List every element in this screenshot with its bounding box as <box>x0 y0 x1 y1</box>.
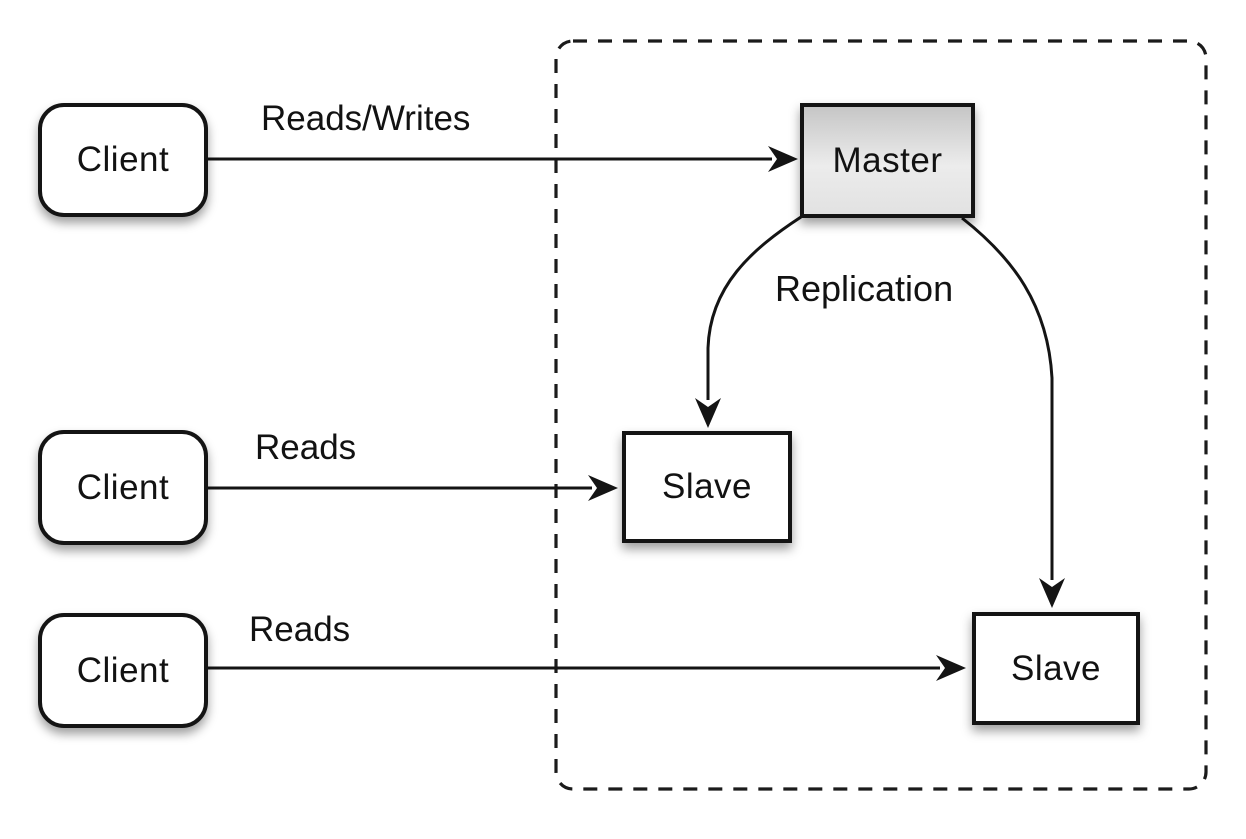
edge-label-reads-middle: Reads <box>255 428 357 467</box>
arrowhead-down-icon <box>1039 578 1065 608</box>
node-label: Slave <box>1010 648 1102 688</box>
edge-replication-left <box>695 215 802 428</box>
edge-label-reads-bottom: Reads <box>249 610 351 649</box>
edge-replication-right <box>961 216 1065 608</box>
node-label: Client <box>76 650 170 690</box>
node-label: Slave <box>661 467 753 506</box>
arrowhead-right-icon <box>936 655 966 681</box>
node-slave-2: Slave <box>972 612 1140 725</box>
edge-reads-middle <box>208 475 618 501</box>
node-label: Master <box>832 140 943 180</box>
node-client-2: Client <box>38 430 208 545</box>
arrowhead-right-icon <box>768 146 798 172</box>
arrowhead-right-icon <box>588 475 618 501</box>
edge-label-replication: Replication <box>775 268 954 309</box>
node-slave-1: Slave <box>622 431 792 543</box>
replication-cluster-boundary <box>554 39 1208 791</box>
node-label: Client <box>76 467 170 507</box>
node-client-3: Client <box>38 613 208 728</box>
node-label: Client <box>76 140 170 179</box>
node-client-1: Client <box>38 103 208 217</box>
node-master: Master <box>800 103 975 218</box>
edge-reads-bottom <box>208 655 966 681</box>
arrowhead-down-icon <box>695 398 721 428</box>
edge-reads-writes <box>208 146 798 172</box>
edge-label-reads-writes: Reads/Writes <box>261 99 471 138</box>
